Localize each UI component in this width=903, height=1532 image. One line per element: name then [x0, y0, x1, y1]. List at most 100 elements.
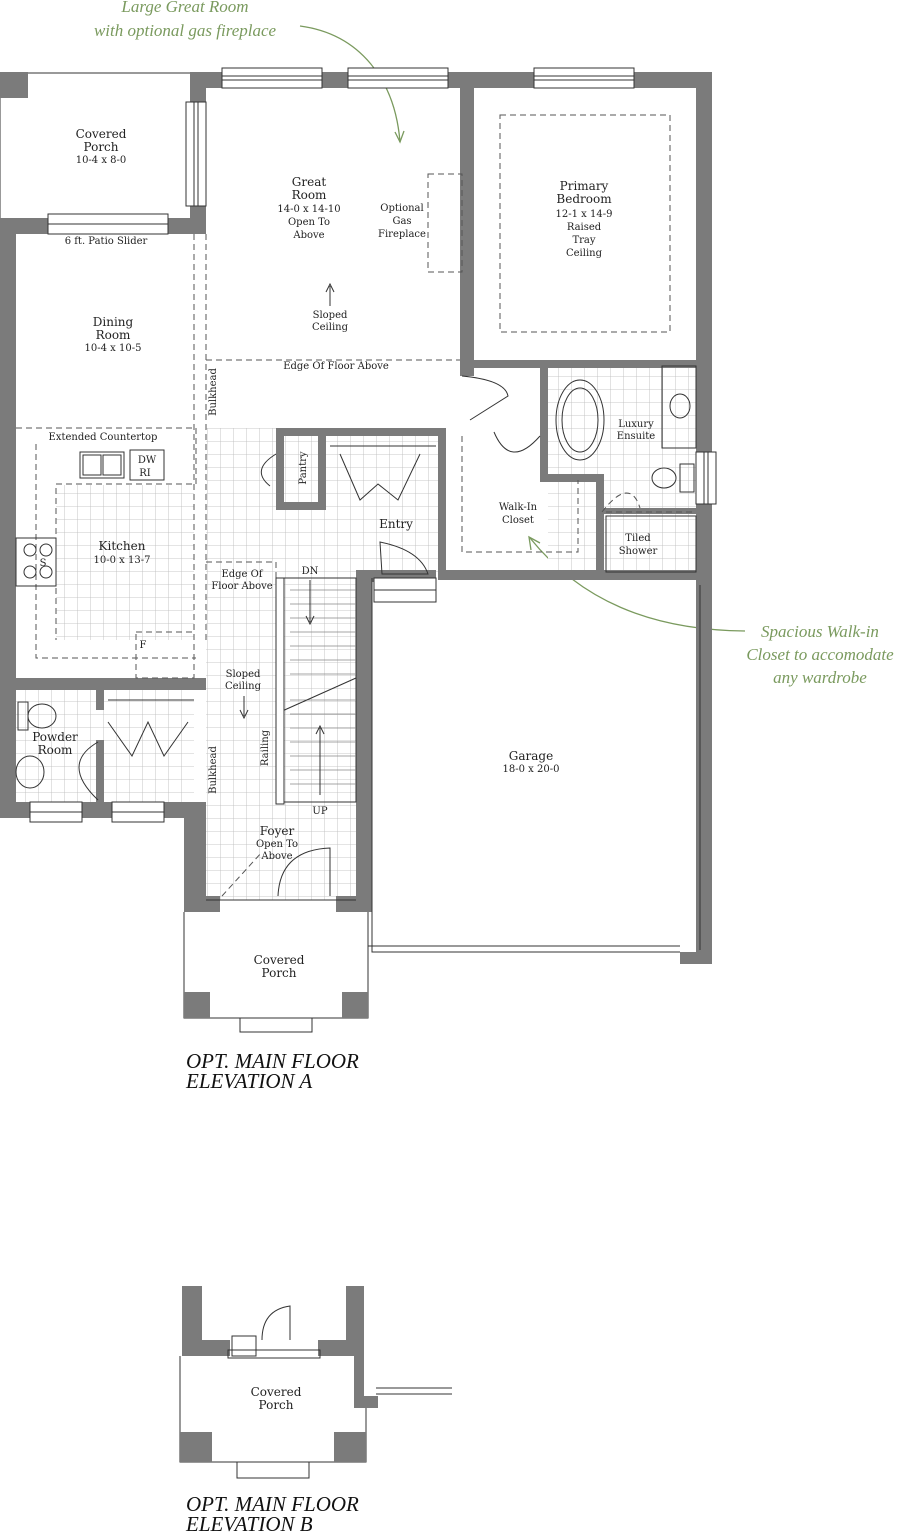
label-edge-floor-above-stair: Edge Of Floor Above: [211, 569, 272, 592]
svg-text:Shower: Shower: [619, 546, 658, 557]
ensuite-toilet: [651, 467, 677, 489]
svg-text:Tray: Tray: [572, 235, 595, 246]
tiled-shower-outline: [605, 515, 697, 573]
svg-text:Gas: Gas: [392, 216, 411, 227]
pantry-door: [260, 453, 277, 487]
svg-text:Ensuite: Ensuite: [617, 431, 656, 442]
vanity: [661, 365, 697, 449]
svg-text:Dining: Dining: [93, 315, 134, 329]
svg-text:Above: Above: [260, 851, 292, 862]
label-primary-bedroom: Primary Bedroom 12-1 x 14-9 Raised Tray …: [556, 179, 613, 259]
label-garage: Garage 18-0 x 20-0: [503, 749, 560, 775]
label-powder-room: Powder Room: [32, 730, 78, 757]
svg-text:Covered: Covered: [251, 1385, 302, 1399]
svg-text:Kitchen: Kitchen: [99, 539, 146, 553]
svg-text:Room: Room: [292, 188, 327, 202]
svg-text:Primary: Primary: [560, 179, 609, 193]
svg-text:Porch: Porch: [259, 1398, 294, 1412]
garage: [368, 578, 701, 953]
svg-text:Room: Room: [96, 328, 131, 342]
callout-arrow-great-room: [299, 25, 401, 143]
callout-great-room-line2: with optional gas fireplace: [94, 21, 277, 40]
svg-text:Ceiling: Ceiling: [566, 248, 603, 259]
elevation-b-porch: [179, 1286, 452, 1479]
svg-text:Porch: Porch: [84, 140, 119, 154]
fixtures: [15, 282, 697, 897]
label-bulkhead-upper: Bulkhead: [208, 368, 219, 416]
svg-text:Ceiling: Ceiling: [312, 322, 349, 333]
windows: [29, 67, 717, 823]
bedroom-door: [461, 375, 509, 421]
svg-text:Walk-In: Walk-In: [499, 502, 538, 513]
svg-text:Fireplace: Fireplace: [378, 229, 426, 240]
label-fridge: F: [140, 640, 147, 651]
label-pantry: Pantry: [298, 451, 309, 484]
elevation-a-title: OPT. MAIN FLOOR ELEVATION A: [185, 1049, 359, 1093]
stove: [15, 537, 57, 587]
label-sloped-ceiling-great: Sloped Ceiling: [312, 310, 349, 333]
label-covered-porch-front: Covered Porch: [254, 953, 305, 980]
label-walk-in-closet: Walk-In Closet: [499, 502, 538, 526]
label-railing: Railing: [260, 729, 271, 766]
svg-text:ELEVATION B: ELEVATION B: [185, 1512, 313, 1532]
elevation-b-title: OPT. MAIN FLOOR ELEVATION B: [185, 1492, 359, 1532]
room-labels: Covered Porch 10-4 x 8-0 6 ft. Patio Sli…: [32, 127, 657, 1412]
label-extended-countertop: Extended Countertop: [49, 432, 158, 443]
bathtub: [555, 379, 605, 461]
kitchen-sink: [79, 451, 125, 479]
svg-text:Optional: Optional: [380, 203, 423, 214]
svg-text:Luxury: Luxury: [618, 419, 654, 430]
powder-closet-doors: [107, 720, 189, 757]
powder-door: [78, 741, 99, 801]
svg-text:10-4 x 8-0: 10-4 x 8-0: [76, 155, 127, 166]
label-luxury-ensuite: Luxury Ensuite: [617, 419, 656, 442]
svg-text:Closet: Closet: [502, 515, 534, 526]
svg-text:Porch: Porch: [262, 966, 297, 980]
label-fireplace: Optional Gas Fireplace: [378, 203, 426, 240]
callout-walk-in-line1: Spacious Walk-in: [761, 622, 879, 641]
staircase: [275, 577, 357, 805]
svg-text:OPT. MAIN FLOOR: OPT. MAIN FLOOR: [186, 1492, 359, 1516]
label-ri: RI: [139, 468, 151, 479]
callout-great-room-line1: Large Great Room: [120, 0, 248, 16]
label-entry: Entry: [379, 517, 413, 531]
svg-text:ELEVATION A: ELEVATION A: [185, 1069, 312, 1093]
svg-text:10-0 x 13-7: 10-0 x 13-7: [94, 555, 151, 566]
label-stove: S: [40, 558, 47, 569]
svg-text:Open To: Open To: [256, 839, 298, 850]
label-sloped-ceiling-stair: Sloped Ceiling: [225, 669, 262, 692]
front-porch-a: [183, 899, 369, 1033]
svg-text:Powder: Powder: [32, 730, 78, 744]
railing: [275, 577, 285, 805]
svg-text:Raised: Raised: [567, 222, 602, 233]
svg-text:Above: Above: [292, 230, 324, 241]
label-bulkhead-lower: Bulkhead: [208, 746, 219, 794]
svg-text:14-0 x 14-10: 14-0 x 14-10: [277, 204, 340, 215]
svg-text:Bedroom: Bedroom: [556, 192, 612, 206]
svg-text:Great: Great: [292, 175, 327, 189]
label-foyer: Foyer Open To Above: [256, 824, 298, 862]
callout-great-room: Large Great Room with optional gas firep…: [94, 0, 405, 144]
svg-text:Sloped: Sloped: [226, 669, 261, 680]
label-tiled-shower: Tiled Shower: [619, 533, 658, 557]
svg-text:Tiled: Tiled: [625, 533, 651, 544]
label-covered-porch-b: Covered Porch: [251, 1385, 302, 1412]
svg-text:Sloped: Sloped: [313, 310, 348, 321]
label-kitchen: Kitchen 10-0 x 13-7: [94, 539, 151, 566]
svg-text:10-4 x 10-5: 10-4 x 10-5: [85, 343, 142, 354]
closet-door: [493, 431, 541, 453]
label-dining-room: Dining Room 10-4 x 10-5: [85, 315, 142, 354]
callout-walk-in-line2: Closet to accomodate: [746, 645, 894, 664]
svg-text:Covered: Covered: [76, 127, 127, 141]
svg-text:Garage: Garage: [509, 749, 553, 763]
label-dw: DW: [138, 455, 157, 466]
svg-text:OPT. MAIN FLOOR: OPT. MAIN FLOOR: [186, 1049, 359, 1073]
entry-door: [379, 541, 429, 575]
svg-text:Edge Of: Edge Of: [221, 569, 263, 580]
label-great-room: Great Room 14-0 x 14-10 Open To Above: [277, 175, 340, 241]
front-door: [277, 847, 331, 897]
dishwasher: [129, 449, 165, 481]
svg-text:Ceiling: Ceiling: [225, 681, 262, 692]
svg-text:Open To: Open To: [288, 217, 330, 228]
